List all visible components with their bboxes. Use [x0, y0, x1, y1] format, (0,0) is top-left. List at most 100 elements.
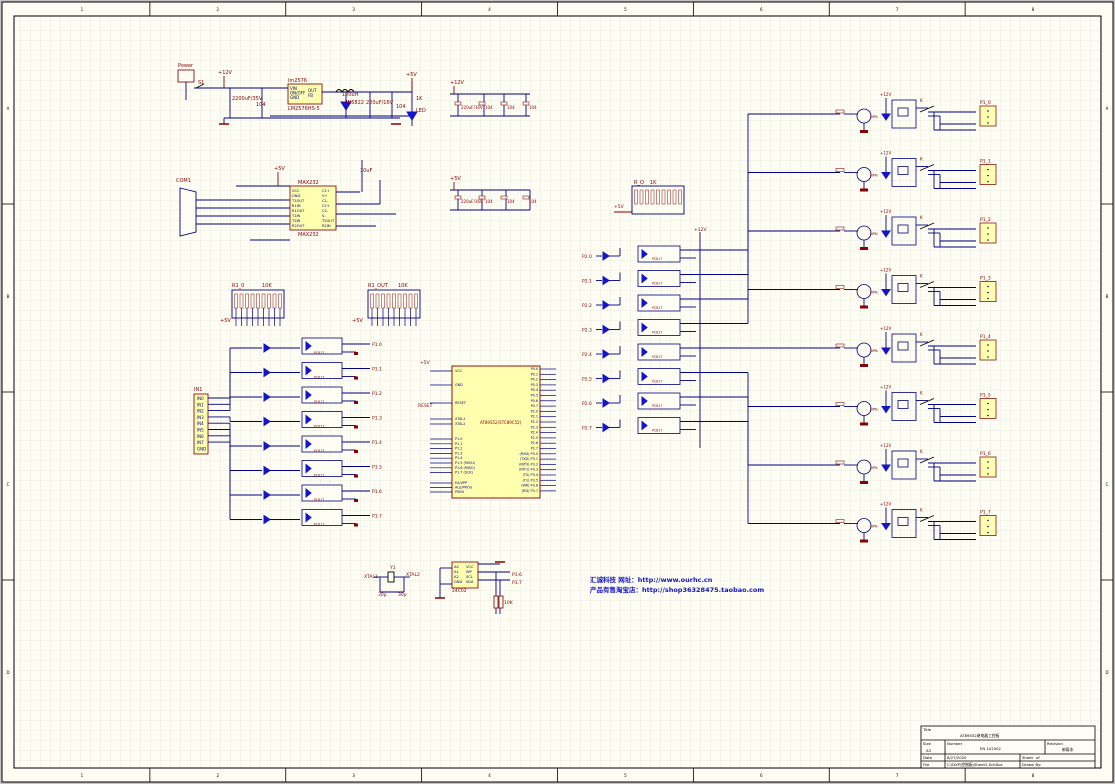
ground-symbol [354, 450, 358, 453]
capacitor-symbol [454, 101, 462, 106]
net-12v-b: +12V [450, 80, 465, 86]
opto-led-icon [305, 389, 312, 401]
mcu-pin-right: (T0) P3.4 [523, 473, 538, 477]
border-col-label: 3 [352, 7, 355, 12]
mcu-pin-right: P0.3 [531, 383, 538, 387]
ground-symbol [354, 474, 358, 478]
relay-vcc: +12V [880, 326, 891, 331]
resistor-network-element [667, 189, 671, 205]
border-col-label: 7 [896, 7, 899, 12]
ground-symbol [860, 188, 868, 192]
optocoupler-symbol [301, 509, 343, 526]
optocoupler-symbol [637, 245, 681, 263]
output-header-label: P1_1 [980, 159, 991, 165]
opto-part-label: PC817 [314, 425, 324, 429]
regulator-part: lm2576 [288, 78, 307, 84]
mcu-pin-right: P2.5 [531, 436, 538, 440]
mcu-name: AT89S52(STC89C52) [480, 420, 522, 425]
terminal-pin [987, 239, 989, 241]
terminal-pin [987, 414, 989, 417]
size-label: Size [923, 741, 931, 746]
relay-coil [897, 166, 909, 175]
terminal-pin [987, 116, 989, 118]
resistor-network-element [278, 293, 282, 309]
opto-led-icon [641, 273, 648, 284]
max232-pin-right: C2- [322, 209, 329, 213]
input-led-symbol [263, 490, 271, 500]
terminal-pin [987, 519, 989, 522]
optocoupler-symbol [637, 417, 681, 434]
max232-pin-left: T2IN [291, 219, 301, 223]
mcu-pin-right: P0.4 [531, 388, 538, 392]
eeprom-pullup: 10K [504, 600, 514, 606]
transistor-type: NPN [870, 232, 878, 236]
output-terminal-header [979, 105, 997, 127]
relay-label: K [920, 215, 923, 220]
max232-pin-right: C1- [322, 199, 329, 203]
input-connector-pin: IN3 [197, 415, 204, 420]
resistor-network-element [267, 293, 271, 309]
mcu-pin-right: P0.7 [531, 404, 538, 408]
mcu-pin-left: P1.5 (MOSI) [455, 461, 476, 465]
resistor-network-element [239, 293, 244, 309]
output-terminal-header [979, 339, 997, 361]
input-led-symbol [263, 392, 271, 402]
output-res-value: 1K [650, 180, 657, 186]
output-net-label: P2.7 [582, 426, 592, 432]
terminal-pin [987, 408, 989, 411]
ground-symbol [860, 481, 868, 484]
resistor-network-element [234, 293, 238, 309]
opto-part-label: PC817 [652, 355, 662, 359]
resistor-network-element [397, 293, 402, 309]
relay-coil [897, 107, 909, 117]
border-row-label: A [1106, 106, 1109, 111]
regulator-pin-label: VIN [290, 86, 297, 91]
input-connector-pin: GND [197, 446, 206, 451]
border-col-label: 2 [217, 7, 220, 12]
relay-coil [897, 400, 909, 409]
capacitor-value: 220uF/16V [461, 199, 483, 204]
capacitor-value: 220uF/16V [461, 105, 483, 110]
output-opto-vcc: +12V [694, 227, 707, 233]
output-header-label: P1_5 [980, 393, 991, 399]
output-header-label: P1_3 [980, 276, 991, 282]
relay-coil [897, 283, 909, 292]
eeprom-net-scl: P3.6 [512, 572, 522, 578]
opto-led-icon [305, 414, 312, 425]
input-net-label: P1.1 [372, 367, 382, 373]
relay-frame [891, 392, 917, 421]
opto-part-label: PC817 [314, 449, 324, 453]
mcu-pin-left: P1.4 [455, 456, 462, 460]
terminal-pin [987, 402, 989, 405]
title-block [920, 725, 1096, 769]
input-connector-pin: IN5 [197, 428, 204, 433]
mcu-pin-left: P1.3 [455, 451, 462, 455]
net-5v: +5V [406, 72, 417, 78]
relay-coil [897, 224, 909, 234]
mcu-pin-right: P0.2 [531, 378, 538, 382]
number-label: Number [947, 741, 963, 746]
resistor-network-element [408, 293, 413, 309]
output-net-label: P2.2 [582, 303, 592, 309]
mcu-pin-left: P1.2 [455, 447, 462, 451]
ground-symbol [354, 425, 358, 429]
optocoupler-symbol [301, 386, 343, 404]
net-12v: +12V [218, 70, 233, 76]
mcu-pin-left: P1.0 [455, 437, 462, 441]
mcu-vcc: +5V [420, 360, 431, 366]
capacitor-symbol [522, 195, 530, 200]
eeprom-label: 24C02 [452, 588, 467, 594]
input-vcc-b: +5V [352, 318, 363, 324]
input-connector-pin: IN6 [197, 434, 204, 439]
max232-pin-left: VCC [292, 189, 300, 193]
mcu-pin-right: (INT1) P3.3 [519, 468, 538, 472]
opto-part-label: PC817 [652, 429, 662, 433]
optocoupler-symbol [301, 460, 343, 477]
date-value: 8/27/2020 [947, 755, 967, 760]
terminal-pin [987, 110, 989, 112]
size-value: A3 [926, 748, 932, 753]
